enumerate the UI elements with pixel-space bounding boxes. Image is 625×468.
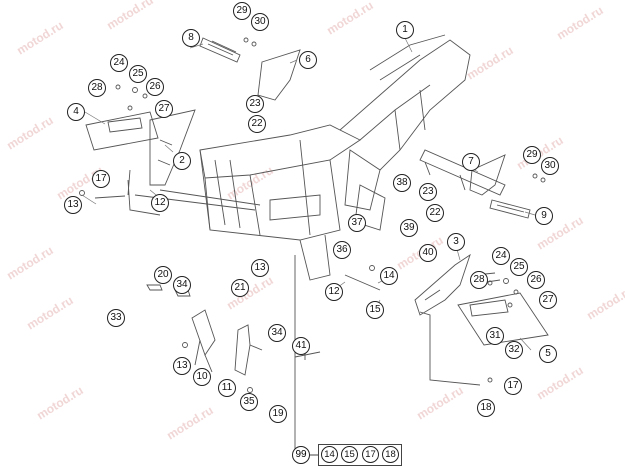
callout-29a: 29 xyxy=(233,2,251,20)
callout-11: 11 xyxy=(218,379,236,397)
callout-34a: 34 xyxy=(173,276,191,294)
callout-26a: 26 xyxy=(146,78,164,96)
callout-12a: 12 xyxy=(151,194,169,212)
footrest-rubber-9 xyxy=(489,199,531,219)
kit-item: 14 xyxy=(321,446,338,463)
callout-6: 6 xyxy=(299,51,317,69)
callout-13b: 13 xyxy=(251,259,269,277)
callout-18: 18 xyxy=(477,399,495,417)
callout-35: 35 xyxy=(240,393,258,411)
side-stand-linkage xyxy=(191,309,263,376)
callout-7: 7 xyxy=(462,153,480,171)
callout-3: 3 xyxy=(447,233,465,251)
callout-29b: 29 xyxy=(523,146,541,164)
callout-19: 19 xyxy=(269,405,287,423)
callout-13c: 13 xyxy=(173,357,191,375)
callout-37: 37 xyxy=(348,214,366,232)
callout-34b: 34 xyxy=(268,324,286,342)
callout-14a: 14 xyxy=(380,267,398,285)
callout-2: 2 xyxy=(173,152,191,170)
callout-9: 9 xyxy=(535,207,553,225)
callout-32: 32 xyxy=(505,341,523,359)
callout-20: 20 xyxy=(154,266,172,284)
callout-10: 10 xyxy=(193,368,211,386)
callout-36: 36 xyxy=(333,241,351,259)
callout-28a: 28 xyxy=(88,79,106,97)
callout-25b: 25 xyxy=(510,258,528,276)
callout-24b: 24 xyxy=(492,247,510,265)
callout-22a: 22 xyxy=(248,115,266,133)
callout-12b: 12 xyxy=(325,283,343,301)
callout-27b: 27 xyxy=(539,291,557,309)
callout-25a: 25 xyxy=(129,65,147,83)
assembly-box-4 xyxy=(85,111,159,151)
callout-24a: 24 xyxy=(110,54,128,72)
callout-5: 5 xyxy=(539,345,557,363)
assembly-box-5 xyxy=(457,292,549,346)
callout-21: 21 xyxy=(231,279,249,297)
callout-15a: 15 xyxy=(366,301,384,319)
small-parts xyxy=(79,37,548,393)
kit-item: 15 xyxy=(341,446,358,463)
callout-31: 31 xyxy=(486,327,504,345)
rear-subframe xyxy=(339,34,471,211)
callout-4: 4 xyxy=(67,103,85,121)
callout-13a: 13 xyxy=(64,196,82,214)
callout-41: 41 xyxy=(292,337,310,355)
callout-39: 39 xyxy=(400,219,418,237)
kit-number: 99 xyxy=(292,446,310,464)
passenger-peg-left xyxy=(257,49,301,101)
callout-40: 40 xyxy=(419,244,437,262)
callout-27a: 27 xyxy=(155,100,173,118)
callout-17b: 17 xyxy=(504,377,522,395)
callout-23a: 23 xyxy=(246,95,264,113)
main-frame xyxy=(199,124,361,281)
callout-28b: 28 xyxy=(470,271,488,289)
passenger-peg-right xyxy=(469,154,506,196)
left-lower-rails xyxy=(127,179,261,216)
callout-17a: 17 xyxy=(92,170,110,188)
callout-22b: 22 xyxy=(426,204,444,222)
kit-item: 17 xyxy=(362,446,379,463)
left-hanger xyxy=(149,109,196,186)
callout-26b: 26 xyxy=(527,271,545,289)
kit-contents-box xyxy=(318,444,402,466)
callout-30b: 30 xyxy=(541,157,559,175)
callout-8: 8 xyxy=(182,29,200,47)
footrest-rubber-8 xyxy=(199,37,241,63)
right-hanger xyxy=(414,253,471,316)
callout-30a: 30 xyxy=(251,13,269,31)
callout-38: 38 xyxy=(393,174,411,192)
callout-1: 1 xyxy=(396,21,414,39)
callout-23b: 23 xyxy=(419,183,437,201)
right-rail xyxy=(419,149,506,196)
kit-item: 18 xyxy=(382,446,399,463)
callout-33: 33 xyxy=(107,309,125,327)
